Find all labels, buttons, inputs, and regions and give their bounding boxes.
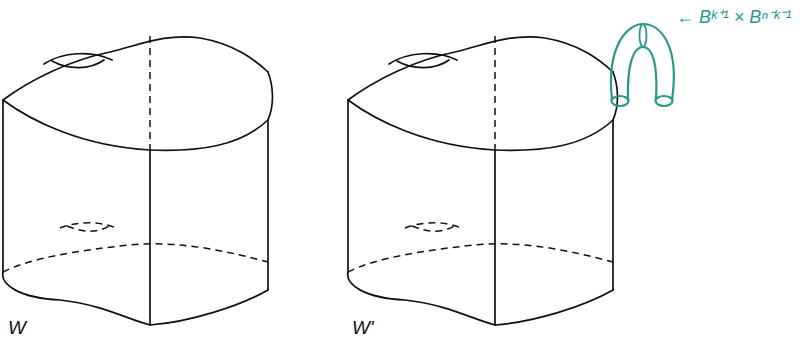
manifold-w	[3, 36, 273, 325]
top-hole-lower	[397, 60, 449, 68]
bottom-back-edge	[3, 244, 268, 272]
top-front-edge	[348, 100, 613, 150]
bottom-back-edge	[348, 244, 613, 272]
right-side	[612, 120, 614, 290]
left-side	[347, 100, 349, 272]
back-vertical-hidden	[149, 36, 151, 150]
manifold-w-prime	[348, 36, 618, 325]
manifold-name: W	[8, 318, 26, 337]
top-back-edge	[3, 37, 268, 100]
handle-foot	[656, 96, 673, 106]
bottom-hole-lower	[412, 226, 454, 231]
bottom-front-edge	[3, 272, 268, 325]
top-hole-lower	[52, 60, 104, 68]
bottom-front-edge	[348, 272, 613, 325]
front-side	[149, 150, 151, 325]
left-side	[2, 100, 4, 272]
handle-inner	[628, 47, 656, 100]
manifold-name: W'	[352, 318, 374, 337]
handle	[611, 24, 674, 106]
handle-foot	[612, 96, 629, 106]
handle-label: ← Bᵏ⁺¹ × Bⁿ⁻ᵏ⁻¹	[676, 8, 791, 26]
front-side	[494, 150, 496, 325]
right-side	[267, 120, 269, 290]
handle-cross-section	[640, 24, 647, 47]
top-front-edge	[3, 100, 268, 150]
back-vertical-hidden	[494, 36, 496, 150]
top-right-edge	[268, 72, 273, 120]
bottom-hole-lower	[67, 226, 109, 231]
handle-outer	[611, 24, 674, 100]
top-back-edge	[348, 37, 613, 100]
